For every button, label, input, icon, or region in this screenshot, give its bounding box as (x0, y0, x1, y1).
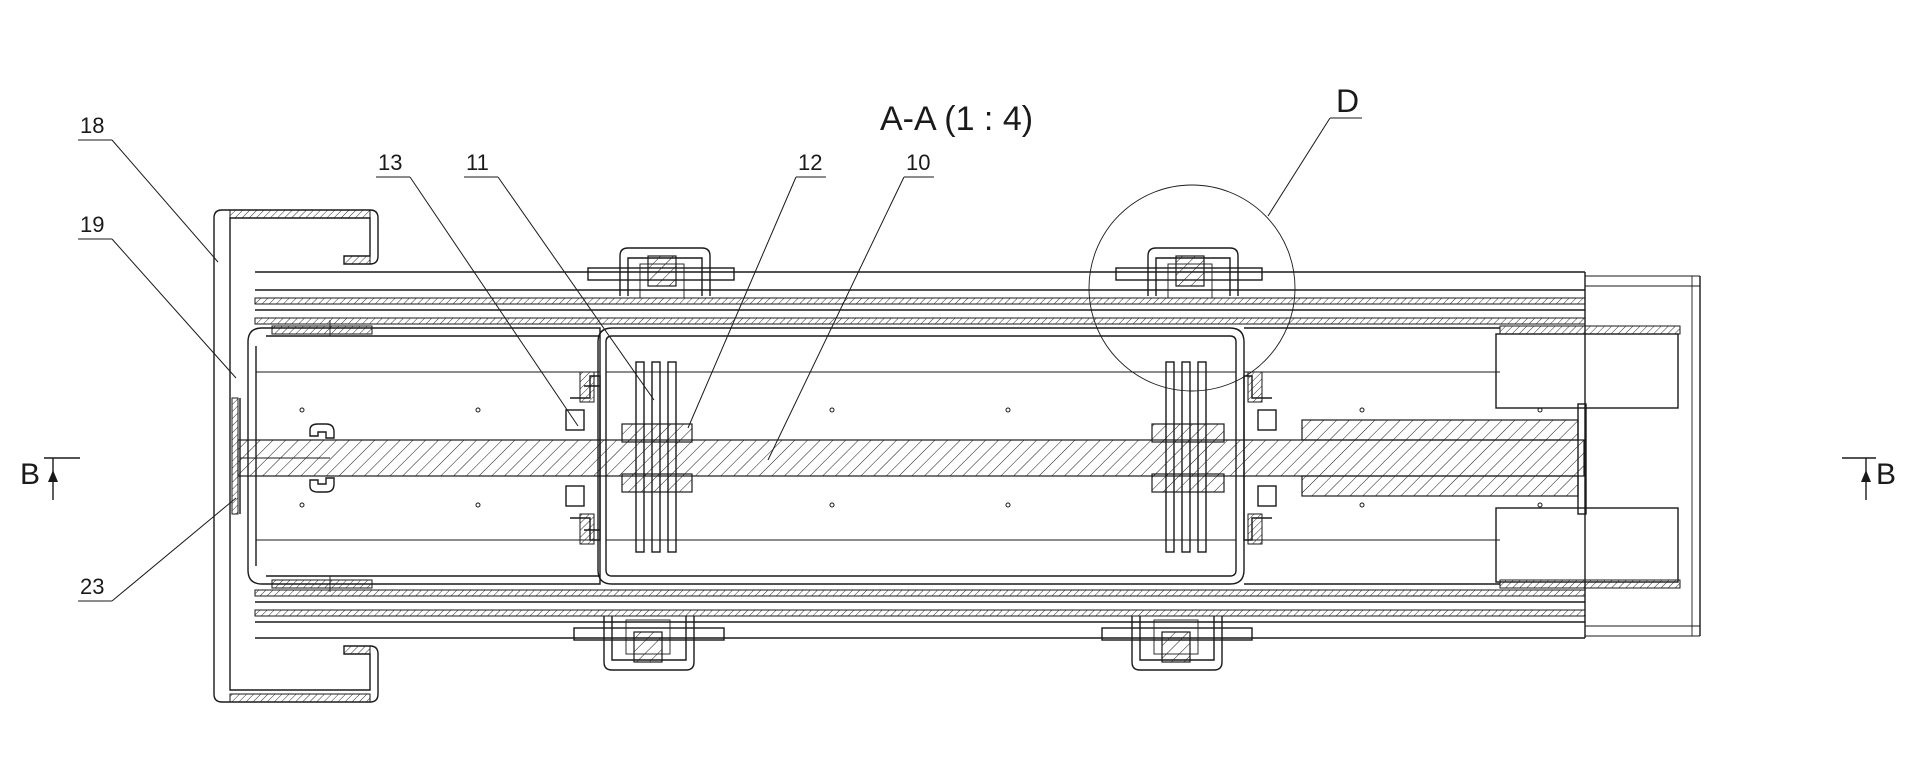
bottom-guide-right (1101, 616, 1253, 671)
callout-13: 13 (376, 150, 579, 427)
callout-19: 19 (78, 212, 237, 379)
section-mark-left-label: B (20, 458, 40, 491)
bracket-bottom-lip-hatch (343, 645, 371, 655)
left-gear-pack (565, 361, 693, 553)
top-guide-right (1115, 247, 1263, 299)
callout-10-label: 10 (906, 150, 930, 175)
right-gear-pack (1151, 361, 1277, 553)
bracket-bottom-flange-hatch (229, 693, 371, 703)
reference-dots (299, 407, 1543, 508)
outer-rails-top (254, 271, 1700, 325)
outer-rails-bottom (254, 589, 1700, 639)
section-mark-right: B (1842, 457, 1896, 500)
shaft-lower-sleeve (1301, 475, 1579, 497)
end-plate (231, 397, 335, 515)
left-carriage (247, 320, 601, 592)
callout-23-label: 23 (80, 574, 104, 599)
section-mark-left: B (20, 457, 80, 500)
callout-10: 10 (767, 150, 934, 461)
top-guide-left (587, 247, 735, 299)
callout-11: 11 (464, 150, 655, 401)
shaft-upper-sleeve (1301, 419, 1579, 441)
central-shaft (237, 419, 1585, 497)
detail-label: D (1336, 83, 1359, 119)
detail-leader (1267, 117, 1331, 217)
callout-18: 18 (78, 113, 219, 263)
callout-19-label: 19 (80, 212, 104, 237)
end-bracket (213, 209, 379, 703)
bracket-top-lip-hatch (343, 255, 371, 265)
bottom-guide-left (573, 616, 725, 671)
section-mark-right-label: B (1876, 458, 1896, 491)
right-carriage-strips (1244, 325, 1681, 589)
section-mark-left-arrow (48, 470, 58, 482)
detail-circle (1088, 184, 1296, 392)
callout-12: 12 (687, 150, 826, 429)
section-mark-right-arrow (1861, 470, 1871, 482)
middle-carriage (597, 327, 1500, 585)
callout-12-label: 12 (798, 150, 822, 175)
callout-23: 23 (78, 497, 237, 602)
shaft-body (237, 439, 1585, 477)
callout-11-label: 11 (466, 150, 489, 175)
bracket-top-flange-hatch (229, 209, 371, 219)
callout-18-label: 18 (80, 113, 104, 138)
callout-13-label: 13 (378, 150, 402, 175)
section-title: A-A (1 : 4) (880, 100, 1033, 138)
